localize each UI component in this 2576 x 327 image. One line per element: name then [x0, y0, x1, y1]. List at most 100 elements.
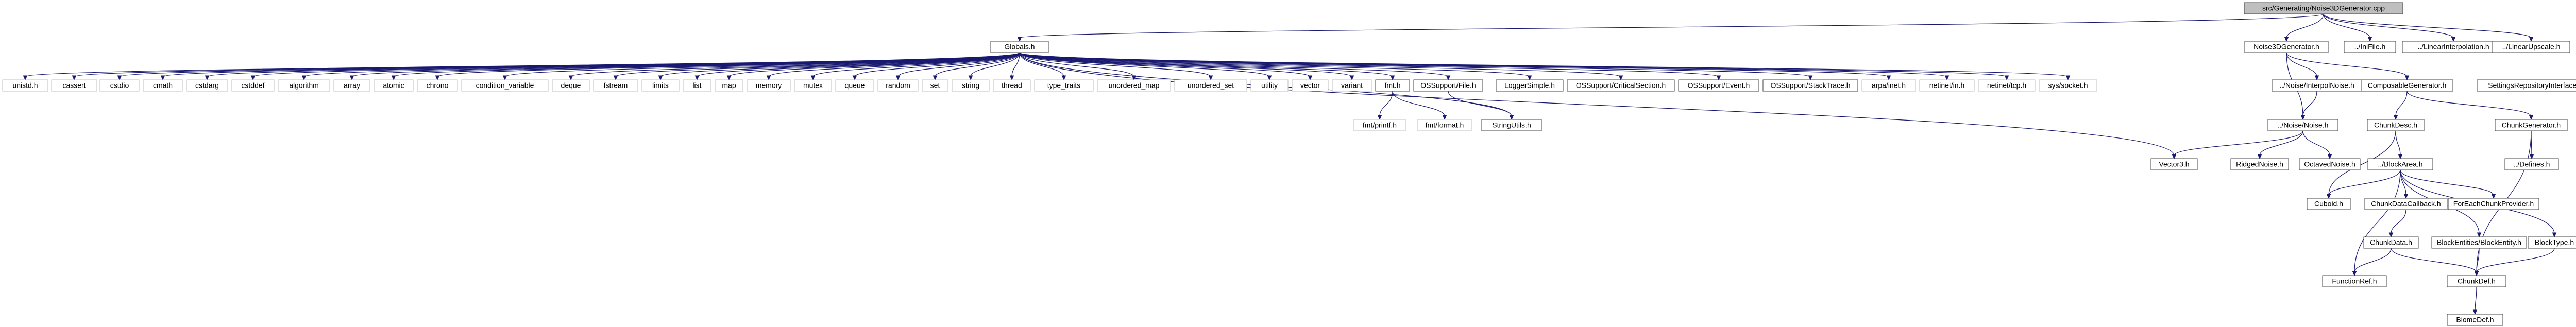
node-label-arpainet: arpa/inet.h — [1872, 81, 1906, 90]
arrowhead-fmt-to-fmtprintf — [1377, 115, 1382, 121]
node-foreachchunk[interactable]: ForEachChunkProvider.h — [2448, 198, 2539, 210]
edge-globals-to-oscritsec — [1019, 52, 1621, 77]
node-blockentities[interactable]: BlockEntities/BlockEntity.h — [2431, 236, 2527, 249]
arrowhead-chunkdatacb-to-chunkdata — [2388, 232, 2394, 238]
node-vector3[interactable]: Vector3.h — [2150, 158, 2198, 170]
node-box-map — [715, 79, 743, 92]
node-box-chunkdef — [2447, 275, 2506, 287]
edge-globals-to-queue — [854, 52, 1020, 77]
node-box-mutex — [794, 79, 832, 92]
node-box-deque — [552, 79, 590, 92]
node-noise3dgen[interactable]: Noise3DGenerator.h — [2244, 41, 2329, 53]
node-array: array — [333, 79, 370, 92]
node-fmt[interactable]: fmt.h — [1375, 79, 1410, 92]
node-chunkdesc[interactable]: ChunkDesc.h — [2367, 119, 2425, 131]
node-box-arpainet — [1861, 79, 1916, 92]
arrowhead-globals-to-queue — [852, 75, 857, 81]
arrowhead-noise-to-ridgednoise — [2257, 154, 2262, 160]
edge-globals-to-loggersimple — [1019, 52, 1530, 77]
node-root[interactable]: src/Generating/Noise3DGenerator.cpp — [2244, 2, 2403, 14]
node-cassert: cassert — [51, 79, 97, 92]
node-box-blocktype — [2528, 236, 2576, 249]
node-label-fstream: fstream — [604, 81, 628, 90]
arrowhead-globals-to-map — [726, 75, 732, 81]
node-box-netinettcp — [1978, 79, 2036, 92]
arrowhead-interpnoise-to-noise — [2300, 115, 2306, 121]
node-label-atomic: atomic — [383, 81, 404, 90]
node-osevent[interactable]: OSSupport/Event.h — [1678, 79, 1759, 92]
edge-globals-to-unorderedmap — [1019, 52, 1134, 77]
node-box-algorithm — [278, 79, 330, 92]
arrowhead-noise3dgen-to-interpnoise — [2314, 75, 2319, 81]
node-ossfile[interactable]: OSSupport/File.h — [1413, 79, 1483, 92]
node-chunkgen[interactable]: ChunkGenerator.h — [2495, 119, 2568, 131]
node-label-string: string — [962, 81, 979, 90]
node-globals[interactable]: Globals.h — [990, 41, 1049, 53]
node-intfile[interactable]: ../IniFile.h — [2344, 41, 2396, 53]
node-label-condvar: condition_variable — [476, 81, 534, 90]
edge-root-to-linearinterp — [2323, 13, 2454, 39]
node-blocktype[interactable]: BlockType.h — [2528, 236, 2576, 249]
node-chunkdata[interactable]: ChunkData.h — [2363, 236, 2419, 249]
arrowhead-blockarea-to-chunkdatacb — [2403, 194, 2409, 199]
node-blockarea[interactable]: ../BlockArea.h — [2367, 158, 2433, 170]
edge-root-to-linearupscale — [2323, 13, 2532, 39]
node-osstack[interactable]: OSSupport/StackTrace.h — [1762, 79, 1858, 92]
node-interpnoise[interactable]: ../Noise/InterpolNoise.h — [2272, 79, 2362, 92]
node-arpainet: arpa/inet.h — [1861, 79, 1916, 92]
edge-noise-to-octavednoise — [2302, 130, 2330, 156]
node-functionref[interactable]: FunctionRef.h — [2322, 275, 2387, 287]
node-box-vector3 — [2150, 158, 2198, 170]
node-noise[interactable]: ../Noise/Noise.h — [2267, 119, 2338, 131]
node-box-list — [683, 79, 711, 92]
node-box-cstdarg — [186, 79, 228, 92]
node-unorderedmap: unordered_map — [1097, 79, 1171, 92]
node-label-unorderedset: unordered_set — [1188, 81, 1234, 90]
arrowhead-blockarea-to-cuboid — [2326, 194, 2331, 199]
node-linearupscale[interactable]: ../LinearUpscale.h — [2492, 41, 2570, 53]
node-chunkdatacb[interactable]: ChunkDataCallback.h — [2364, 198, 2448, 210]
node-label-syssocket: sys/socket.h — [2048, 81, 2088, 90]
node-oscritsec[interactable]: OSSupport/CriticalSection.h — [1567, 79, 1675, 92]
node-loggersimple[interactable]: LoggerSimple.h — [1496, 79, 1564, 92]
node-biomedef[interactable]: BiomeDef.h — [2447, 314, 2503, 326]
node-label-foreachchunk: ForEachChunkProvider.h — [2453, 200, 2534, 208]
node-box-queue — [835, 79, 874, 92]
node-string: string — [952, 79, 990, 92]
arrowhead-root-to-linearupscale — [2529, 37, 2534, 42]
node-box-atomic — [374, 79, 414, 92]
node-cuboid[interactable]: Cuboid.h — [2307, 198, 2351, 210]
arrowhead-globals-to-syssocket — [2065, 75, 2071, 81]
node-octavednoise[interactable]: OctavedNoise.h — [2299, 158, 2361, 170]
node-box-condvar — [461, 79, 549, 92]
edge-compgen-to-chunkgen — [2406, 91, 2532, 117]
arrowhead-noise3dgen-to-compgen — [2404, 75, 2410, 81]
arrowhead-globals-to-cstddef — [250, 75, 256, 81]
node-defines[interactable]: ../Defines.h — [2504, 158, 2559, 170]
node-box-typetraits — [1034, 79, 1094, 92]
node-settingsrepo[interactable]: SettingsRepositoryInterface.h — [2477, 79, 2576, 92]
node-box-cuboid — [2307, 198, 2351, 210]
node-box-syssocket — [2039, 79, 2097, 92]
edge-globals-to-syssocket — [1019, 52, 2069, 77]
edge-blockarea-to-foreachchunk — [2400, 169, 2494, 196]
node-linearinterp[interactable]: ../LinearInterpolation.h — [2402, 41, 2505, 53]
edge-globals-to-fstream — [615, 52, 1020, 77]
node-compgen[interactable]: ComposableGenerator.h — [2361, 79, 2453, 92]
node-label-utility: utility — [1261, 81, 1278, 90]
node-box-limits — [641, 79, 680, 92]
edge-globals-to-utility — [1019, 52, 1270, 77]
node-ridgednoise[interactable]: RidgedNoise.h — [2230, 158, 2289, 170]
arrowhead-compgen-to-chunkgen — [2529, 115, 2534, 121]
edge-globals-to-ossfile — [1019, 52, 1449, 77]
node-box-fmt — [1375, 79, 1410, 92]
edge-blockentities-to-chunkdef — [2476, 248, 2480, 273]
node-box-osevent — [1678, 79, 1759, 92]
edge-globals-to-thread — [1011, 52, 1020, 77]
node-stringutils[interactable]: StringUtils.h — [1481, 119, 1542, 131]
node-label-set: set — [930, 81, 940, 90]
node-chunkdef[interactable]: ChunkDef.h — [2447, 275, 2506, 287]
node-label-memory: memory — [756, 81, 782, 90]
node-fmtformat: fmt/format.h — [1417, 119, 1472, 131]
node-label-algorithm: algorithm — [289, 81, 319, 90]
